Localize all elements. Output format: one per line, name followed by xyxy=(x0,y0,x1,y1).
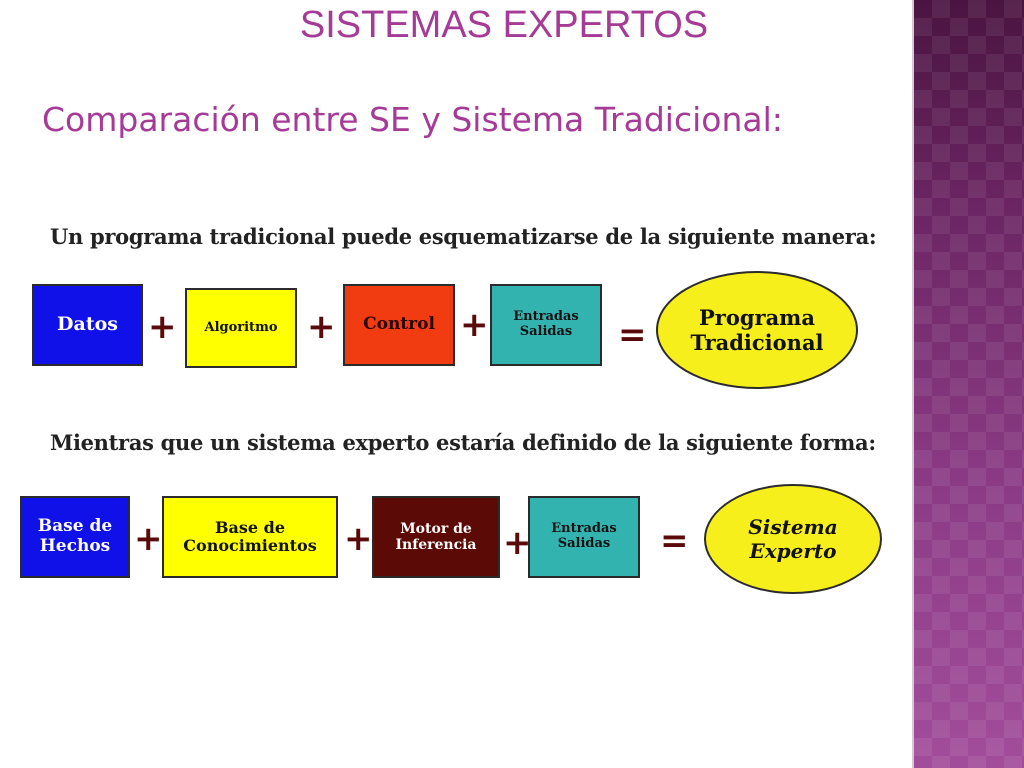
box-algoritmo-label: Algoritmo xyxy=(204,319,278,335)
box-entradas-salidas-label: Entradas Salidas xyxy=(513,309,579,339)
equals-sign: = xyxy=(618,315,647,355)
plus-sign: + xyxy=(503,523,532,563)
result-sistema-experto: Sistema Experto xyxy=(704,484,882,594)
equals-sign: = xyxy=(660,521,689,561)
box-entradas-salidas-experto: Entradas Salidas xyxy=(528,496,640,578)
result-sistema-experto-label: Sistema Experto xyxy=(748,515,838,563)
plus-sign: + xyxy=(460,305,489,345)
box-base-de-conocimientos-label: Base de Conocimientos xyxy=(183,517,317,555)
box-motor-de-inferencia-label: Motor de Inferencia xyxy=(395,520,477,553)
box-control: Control xyxy=(343,284,455,366)
sidebar-pattern xyxy=(914,0,1024,768)
expert-caption: Mientras que un sistema experto estaría … xyxy=(50,430,876,455)
box-motor-de-inferencia: Motor de Inferencia xyxy=(372,496,500,578)
slide-title: SISTEMAS EXPERTOS xyxy=(0,4,912,47)
traditional-caption: Un programa tradicional puede esquematiz… xyxy=(50,224,877,249)
box-control-label: Control xyxy=(363,314,435,335)
box-base-de-hechos-label: Base de Hechos xyxy=(37,516,113,556)
plus-sign: + xyxy=(307,307,336,347)
box-datos: Datos xyxy=(32,284,143,366)
plus-sign: + xyxy=(344,519,373,559)
box-base-de-hechos: Base de Hechos xyxy=(20,496,130,578)
box-base-de-conocimientos: Base de Conocimientos xyxy=(162,496,338,578)
box-entradas-salidas-experto-label: Entradas Salidas xyxy=(551,521,617,551)
result-programa-tradicional-label: Programa Tradicional xyxy=(690,304,824,355)
box-algoritmo: Algoritmo xyxy=(185,288,297,368)
plus-sign: + xyxy=(148,307,177,347)
box-datos-label: Datos xyxy=(57,313,118,336)
result-programa-tradicional: Programa Tradicional xyxy=(656,271,858,389)
plus-sign: + xyxy=(134,519,163,559)
slide-subtitle: Comparación entre SE y Sistema Tradicion… xyxy=(42,100,783,139)
decorative-sidebar xyxy=(912,0,1024,768)
box-entradas-salidas: Entradas Salidas xyxy=(490,284,602,366)
slide-title-text: SISTEMAS EXPERTOS xyxy=(299,4,709,46)
